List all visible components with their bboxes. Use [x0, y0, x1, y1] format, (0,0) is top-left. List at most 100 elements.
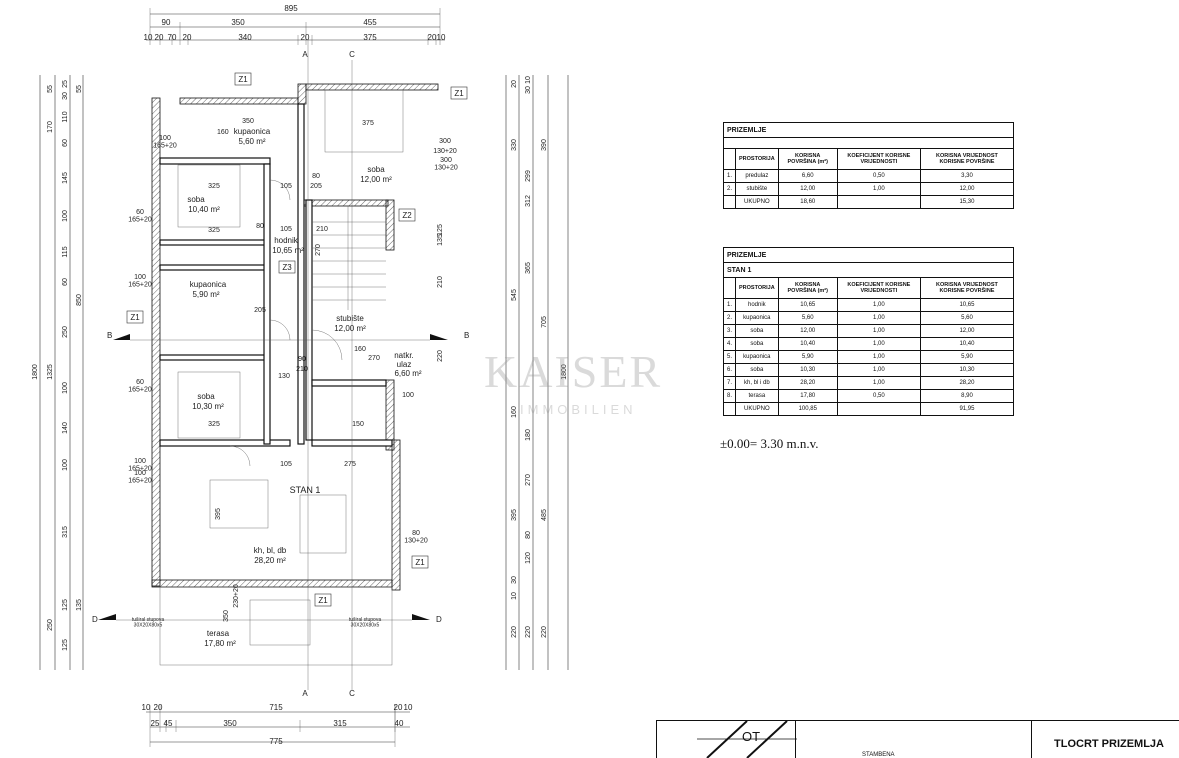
dim-bottom-detail: 315	[333, 719, 347, 728]
dim-bottom-total: 775	[269, 737, 283, 746]
dim-right-detail: 395	[511, 509, 518, 521]
room-area: 10,65 m²	[272, 246, 304, 255]
table-cell: 10,40	[919, 337, 1015, 351]
dim-right-mid: 705	[541, 316, 548, 328]
dim-inner: 300	[439, 138, 451, 145]
dim-right-total: 1800	[561, 364, 568, 380]
dim-left-detail: 140	[62, 422, 69, 434]
dim-inner: 325	[208, 183, 220, 190]
table-cell	[722, 402, 737, 416]
dim-inner: 230+20	[233, 584, 240, 608]
table-cell: 0,50	[836, 169, 921, 183]
right-dimension-chain: 1800 330 390 545 705 485 220 20 10 30 29…	[505, 75, 569, 670]
dim-inner: 325	[208, 227, 220, 234]
drawing-title: TLOCRT PRIZEMLJA	[1054, 738, 1164, 750]
dim-inner: 205	[254, 307, 266, 314]
zone-marker-z1: Z1	[130, 313, 140, 322]
table-cell	[836, 402, 921, 416]
dim-inner: 100	[402, 392, 414, 399]
dim-inner: 80	[312, 173, 320, 180]
dim-right-detail: 365	[525, 262, 532, 274]
table-cell: 6.	[722, 363, 737, 377]
top-dimension-chain: 895 90 350 455 10 20 70 20 340 20 375 20…	[144, 4, 446, 45]
dim-left-detail: 250	[62, 326, 69, 338]
dim-right-detail: 270	[525, 474, 532, 486]
dim-bottom-detail: 40	[395, 719, 404, 728]
dim-inner: 90	[298, 356, 306, 363]
dim-left-total: 1800	[32, 364, 39, 380]
section-c-label: C	[349, 689, 355, 698]
table-cell: 1,00	[836, 298, 921, 312]
dim-left-detail: 125	[62, 639, 69, 651]
room-area: 5,60 m²	[238, 137, 265, 146]
dim-inner: 270	[368, 355, 380, 362]
dim-top-mid: 90	[162, 18, 171, 27]
table-cell: 1,00	[836, 363, 921, 377]
table-row: 2. stubište 12,00 1,00 12,00	[722, 182, 1015, 196]
table-cell: 100,85	[777, 402, 838, 416]
dim-left-detail: 115	[62, 246, 69, 257]
dim-right-mid: 485	[541, 509, 548, 521]
room-area: 5,90 m²	[192, 290, 219, 299]
dim-inner: 220	[437, 350, 444, 362]
table-header: KORISNA VRIJEDNOST KORISNE POVRŠINE	[919, 277, 1015, 299]
dim-right-detail: 20	[511, 80, 518, 88]
dim-inner: 105	[280, 226, 292, 233]
building-outline	[151, 40, 439, 690]
zone-marker-z1: Z1	[318, 596, 328, 605]
dim-right-detail: 220	[525, 626, 532, 638]
dim-left-detail: 135	[76, 599, 83, 611]
room-name: stubište	[336, 314, 364, 323]
table-cell	[722, 195, 737, 209]
table-cell: 5,90	[777, 350, 838, 364]
title-block	[656, 720, 1179, 758]
room-area: 6,60 m²	[394, 369, 421, 378]
section-arrow-icon	[412, 614, 430, 620]
section-b-label: B	[464, 331, 469, 340]
table-cell: soba	[735, 363, 779, 377]
table-header: PROSTORIJA	[735, 148, 779, 170]
area-table-common: PRIZEMLJE PROSTORIJA KORISNA POVRŠINA (m…	[722, 122, 1015, 209]
table-cell: 5,90	[919, 350, 1015, 364]
table-cell: 12,00	[777, 324, 838, 338]
room-area: 10,30 m²	[192, 402, 224, 411]
dim-inner: 350	[223, 610, 230, 622]
dim-right-mid: 390	[541, 139, 548, 151]
title-block-ot: OT	[742, 729, 761, 744]
table-cell: 12,00	[777, 182, 838, 196]
table-cell: UKUPNO	[735, 195, 779, 209]
table-cell: 1,00	[836, 311, 921, 325]
zone-marker-z3: Z3	[282, 263, 292, 272]
dim-bottom-detail: 20	[394, 703, 403, 712]
table-cell: terasa	[735, 389, 779, 403]
dim-top-detail: 20	[183, 33, 192, 42]
title-block-stamp: STAMBENA	[862, 752, 895, 758]
dim-right-detail: 299	[525, 170, 532, 182]
dim-inner: 205	[310, 183, 322, 190]
section-a-label: A	[302, 689, 308, 698]
dim-left-detail: 60	[62, 278, 69, 286]
dim-bottom-detail: 10	[142, 703, 151, 712]
section-c-label: C	[349, 50, 355, 59]
room-name: soba	[187, 195, 205, 204]
dim-inner: 160	[217, 129, 229, 136]
dim-left-detail: 100	[62, 382, 69, 394]
table-header: KOEFICIJENT KORISNE VRIJEDNOSTI	[836, 277, 921, 299]
dim-left-small: 30	[62, 92, 69, 100]
interior-dimensions: 160 325 105 205 325 105 210 80 205 130 3…	[208, 120, 457, 622]
room-area: 28,20 m²	[254, 556, 286, 565]
dim-inner: 375	[362, 120, 374, 127]
table-cell: 1,00	[836, 182, 921, 196]
dim-top-detail: 20	[155, 33, 164, 42]
zone-marker-z1: Z1	[238, 75, 248, 84]
watermark-logo: KAISER	[484, 346, 663, 397]
dim-left-small: 850	[76, 294, 83, 306]
